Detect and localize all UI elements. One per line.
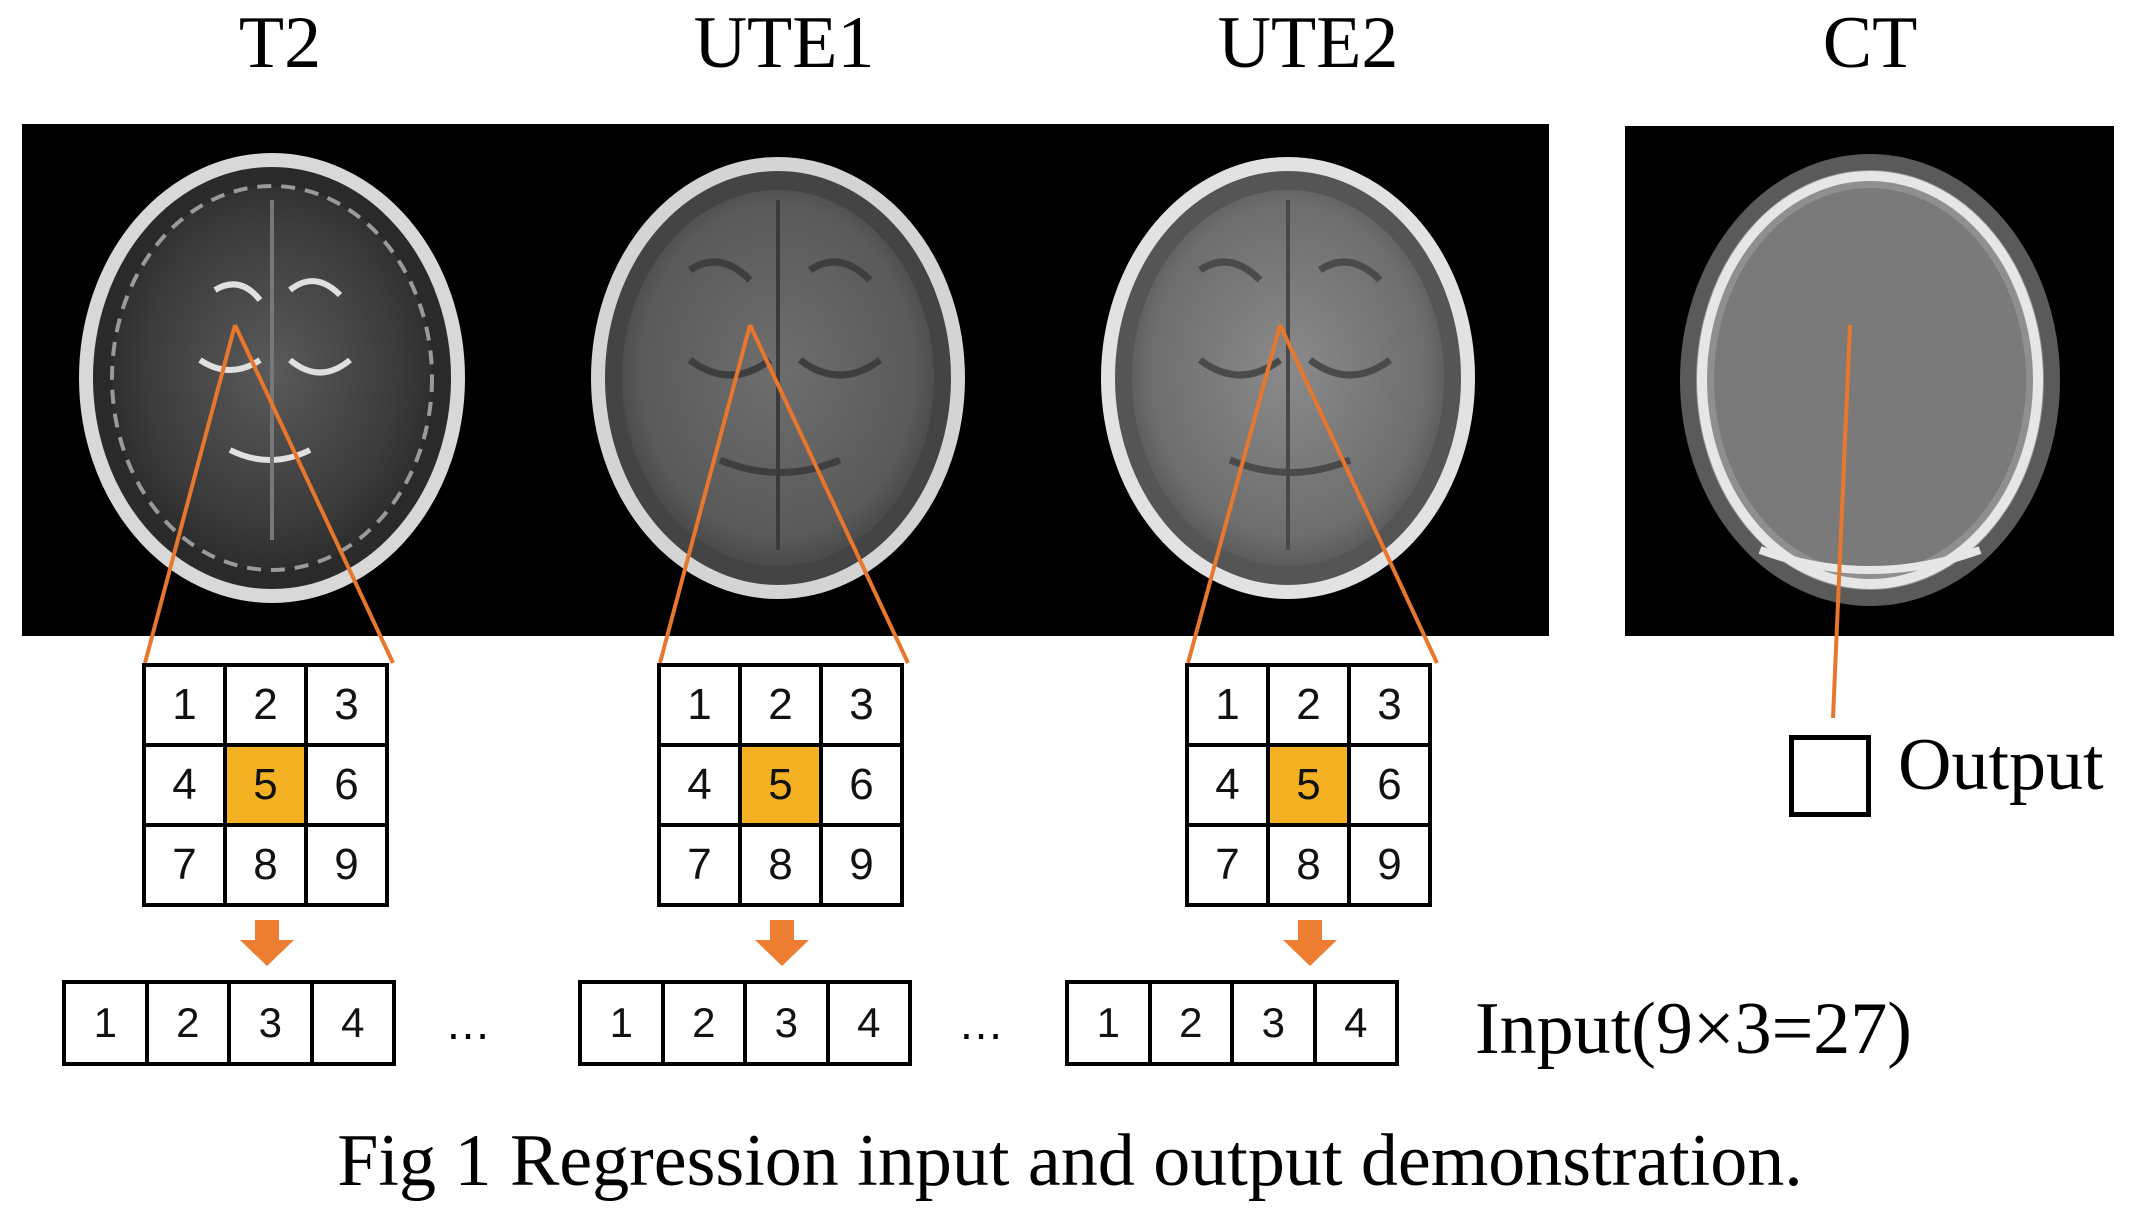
vector-cell: 3 (747, 984, 826, 1062)
header-ute1: UTE1 (693, 2, 875, 84)
ute1-down-arrow (755, 920, 809, 966)
patch-cell: 7 (146, 827, 223, 903)
ute1-patch-grid: 1 2 3 4 5 6 7 8 9 (657, 663, 904, 907)
patch-cell: 3 (823, 667, 900, 743)
header-ct: CT (1822, 2, 1918, 84)
patch-cell: 9 (308, 827, 385, 903)
patch-cell: 3 (308, 667, 385, 743)
ute2-patch-grid: 1 2 3 4 5 6 7 8 9 (1185, 663, 1432, 907)
vector-cell: 4 (313, 984, 392, 1062)
patch-center-cell: 5 (227, 747, 304, 823)
patch-cell: 2 (1270, 667, 1347, 743)
patch-cell: 1 (1189, 667, 1266, 743)
patch-cell: 2 (227, 667, 304, 743)
header-t2: T2 (238, 2, 322, 84)
patch-cell: 4 (146, 747, 223, 823)
patch-cell: 4 (661, 747, 738, 823)
output-label: Output (1898, 724, 2104, 806)
t2-down-arrow (240, 920, 294, 966)
vector-cell: 4 (1316, 984, 1395, 1062)
input-label: Input(9×3=27) (1475, 988, 1912, 1070)
patch-cell: 6 (1351, 747, 1428, 823)
patch-cell: 8 (1270, 827, 1347, 903)
vector-cell: 3 (231, 984, 310, 1062)
patch-cell: 7 (1189, 827, 1266, 903)
vector-cell: 1 (1069, 984, 1148, 1062)
patch-center-cell: 5 (742, 747, 819, 823)
ute1-vector-row: 1 2 3 4 (578, 980, 912, 1066)
patch-cell: 6 (823, 747, 900, 823)
output-box (1789, 735, 1871, 817)
patch-cell: 9 (1351, 827, 1428, 903)
patch-center-cell: 5 (1270, 747, 1347, 823)
ct-skull-slice (1680, 154, 2060, 606)
patch-cell: 7 (661, 827, 738, 903)
ute2-vector-row: 1 2 3 4 (1065, 980, 1399, 1066)
patch-cell: 6 (308, 747, 385, 823)
ute2-down-arrow (1283, 920, 1337, 966)
vector-cell: 2 (148, 984, 227, 1062)
header-ute2: UTE2 (1217, 2, 1399, 84)
patch-cell: 8 (742, 827, 819, 903)
patch-cell: 9 (823, 827, 900, 903)
patch-cell: 4 (1189, 747, 1266, 823)
connector-lines (143, 324, 1852, 719)
patch-cell: 1 (146, 667, 223, 743)
ellipsis: … (958, 997, 1006, 1049)
patch-cell: 2 (742, 667, 819, 743)
vector-cell: 3 (1234, 984, 1313, 1062)
vector-cell: 4 (829, 984, 908, 1062)
t2-brain-slice (79, 153, 465, 603)
vector-cell: 2 (664, 984, 743, 1062)
ute1-brain-slice (591, 157, 965, 599)
ellipsis: … (445, 997, 493, 1049)
patch-cell: 3 (1351, 667, 1428, 743)
patch-cell: 1 (661, 667, 738, 743)
figure-caption: Fig 1 Regression input and output demons… (337, 1120, 1803, 1202)
vector-cell: 2 (1151, 984, 1230, 1062)
t2-patch-grid: 1 2 3 4 5 6 7 8 9 (142, 663, 389, 907)
patch-cell: 8 (227, 827, 304, 903)
vector-cell: 1 (582, 984, 661, 1062)
t2-vector-row: 1 2 3 4 (62, 980, 396, 1066)
vector-cell: 1 (66, 984, 145, 1062)
ute2-brain-slice (1101, 157, 1475, 599)
